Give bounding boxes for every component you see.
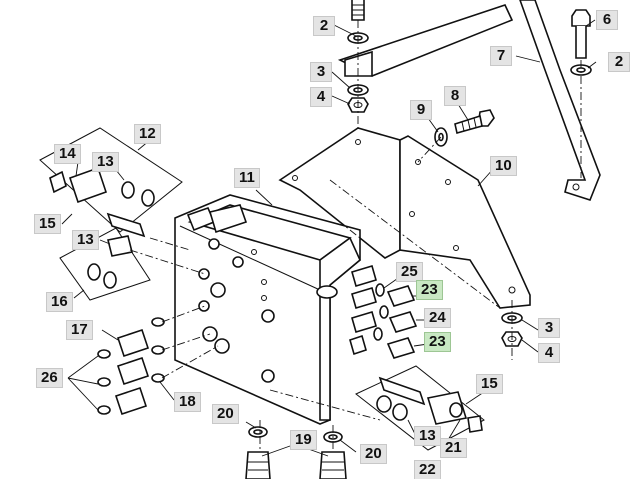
top-bolt	[351, 0, 365, 21]
callout-24: 24	[424, 308, 451, 328]
callout-25: 25	[396, 262, 423, 282]
callout-3: 3	[310, 62, 332, 82]
callout-16: 16	[46, 292, 73, 312]
fitting-group-right	[373, 283, 418, 359]
fitting-19-right	[319, 451, 347, 479]
callout-22: 22	[414, 460, 441, 479]
callout-9: 9	[410, 100, 432, 120]
callout-3: 3	[538, 318, 560, 338]
callout-15: 15	[34, 214, 61, 234]
callout-23: 23	[416, 280, 443, 300]
callout-12: 12	[134, 124, 161, 144]
callout-4: 4	[538, 343, 560, 363]
callout-23: 23	[424, 332, 451, 352]
callout-19: 19	[290, 430, 317, 450]
valve-block-11	[174, 194, 377, 425]
assembly-centerlines	[129, 20, 582, 450]
callout-13: 13	[92, 152, 119, 172]
callout-2: 2	[313, 16, 335, 36]
callout-15: 15	[476, 374, 503, 394]
callout-11: 11	[234, 168, 260, 188]
callout-8: 8	[444, 86, 466, 106]
callout-4: 4	[310, 87, 332, 107]
callout-14: 14	[54, 144, 81, 164]
bolt-8	[454, 109, 495, 134]
callout-20: 20	[360, 444, 387, 464]
kit-box-12	[39, 127, 183, 238]
callout-13: 13	[72, 230, 99, 250]
kit-box-22	[355, 365, 485, 451]
callout-7: 7	[490, 46, 512, 66]
callout-21: 21	[440, 438, 467, 458]
callout-10: 10	[490, 156, 517, 176]
callout-18: 18	[174, 392, 201, 412]
callout-13: 13	[414, 426, 441, 446]
bracket-arm-7	[519, 0, 601, 201]
callout-6: 6	[596, 10, 618, 30]
fitting-19-left	[245, 451, 271, 479]
leader-lines	[61, 19, 597, 457]
callout-26: 26	[36, 368, 63, 388]
upper-bracket-arm	[337, 4, 514, 77]
washer-20-left	[248, 426, 268, 438]
callout-20: 20	[212, 404, 239, 424]
callout-17: 17	[66, 320, 93, 340]
callout-2: 2	[608, 52, 630, 72]
bolt-6	[571, 9, 591, 59]
fitting-group-left	[97, 317, 165, 416]
